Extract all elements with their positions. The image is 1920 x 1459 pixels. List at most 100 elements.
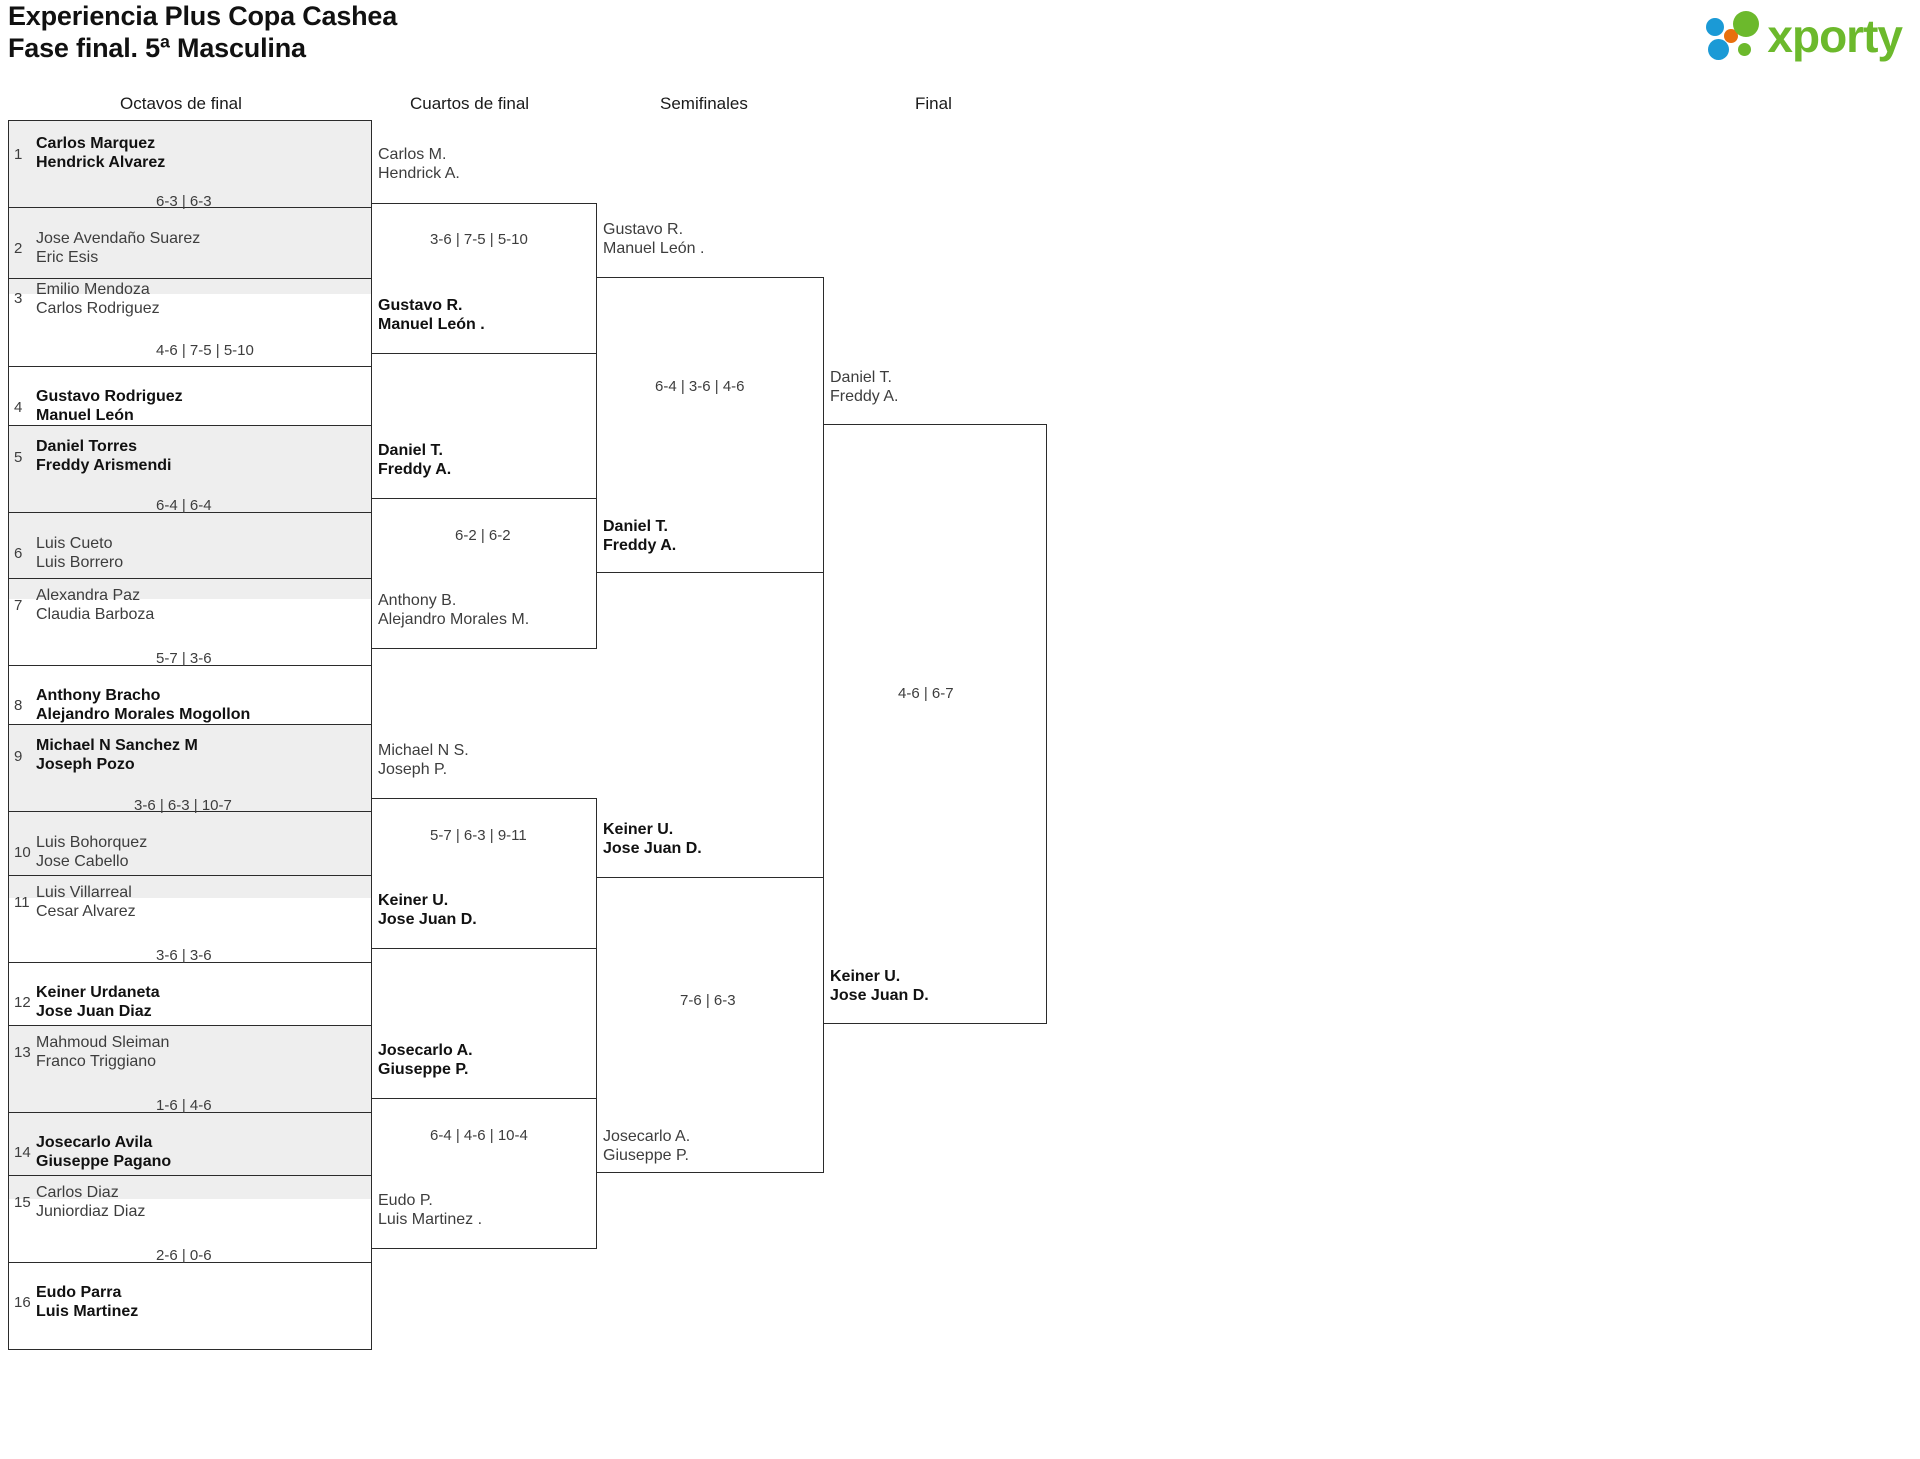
player-name: Eudo P.: [378, 1192, 433, 1209]
qf-team-top[interactable]: Michael N S. Joseph P.: [378, 742, 469, 779]
match-score: 1-6 | 4-6: [156, 1097, 212, 1114]
seed-cell[interactable]: 15 Carlos Diaz Juniordiaz Diaz: [8, 1175, 372, 1262]
match-score: 4-6 | 7-5 | 5-10: [156, 342, 254, 359]
xporty-logo[interactable]: xporty: [1705, 8, 1903, 64]
seed-number: 3: [14, 290, 23, 307]
player-name: Manuel León .: [378, 315, 485, 333]
sf-team-bottom[interactable]: Daniel T. Freddy A.: [603, 518, 676, 555]
player-name: Keiner U.: [603, 821, 674, 838]
seed-number: 8: [14, 697, 23, 714]
match-score: 6-4 | 6-4: [156, 497, 212, 514]
final-team-bottom[interactable]: Keiner U. Jose Juan D.: [830, 968, 929, 1005]
seed-number: 13: [14, 1044, 31, 1061]
sf-team-top[interactable]: Keiner U. Jose Juan D.: [603, 821, 702, 858]
qf-team-bottom[interactable]: Keiner U. Jose Juan D.: [378, 892, 477, 929]
seed-cell[interactable]: 3 Emilio Mendoza Carlos Rodriguez: [8, 278, 372, 366]
player-name: Luis Bohorquez: [36, 834, 148, 851]
qf-team-bottom[interactable]: Anthony B. Alejandro Morales M.: [378, 592, 529, 629]
qf-team-top[interactable]: Daniel T. Freddy A.: [378, 442, 451, 479]
match-score: 5-7 | 3-6: [156, 650, 212, 667]
tournament-phase: Fase final. 5ª Masculina: [8, 33, 306, 63]
seed-players: Luis Bohorquez Jose Cabello: [36, 834, 365, 871]
qf-team-top[interactable]: Carlos M. Hendrick A.: [378, 146, 460, 183]
player-name: Daniel T.: [603, 518, 668, 535]
player-name: Freddy Arismendi: [36, 456, 172, 474]
seed-cell[interactable]: 8 Anthony Bracho Alejandro Morales Mogol…: [8, 665, 372, 752]
round-header-semifinales: Semifinales: [660, 94, 748, 113]
seed-cell[interactable]: 7 Alexandra Paz Claudia Barboza: [8, 578, 372, 665]
seed-cell[interactable]: 2 Jose Avendaño Suarez Eric Esis: [8, 207, 372, 294]
player-name: Hendrick A.: [378, 164, 460, 182]
round-header-final: Final: [915, 94, 952, 113]
seed-cell[interactable]: 12 Keiner Urdaneta Jose Juan Diaz: [8, 962, 372, 1049]
qf-team-bottom[interactable]: Eudo P. Luis Martinez .: [378, 1192, 482, 1229]
player-name: Jose Juan D.: [830, 986, 929, 1004]
seed-players: Jose Avendaño Suarez Eric Esis: [36, 230, 365, 267]
player-name: Alejandro Morales Mogollon: [36, 705, 251, 723]
seed-number: 11: [14, 894, 30, 911]
player-name: Giuseppe P.: [378, 1060, 469, 1078]
seed-cell[interactable]: 16 Eudo Parra Luis Martinez: [8, 1262, 372, 1350]
player-name: Jose Juan D.: [378, 910, 477, 928]
sf-score: 7-6 | 6-3: [680, 992, 736, 1009]
logo-wordmark: xporty: [1767, 10, 1903, 62]
player-name: Emilio Mendoza: [36, 281, 150, 298]
player-name: Eric Esis: [36, 248, 99, 266]
sf-connector-box: [596, 877, 824, 1173]
seed-number: 10: [14, 844, 31, 861]
seed-cell[interactable]: 6 Luis Cueto Luis Borrero: [8, 512, 372, 599]
seed-players: Michael N Sanchez M Joseph Pozo: [36, 737, 365, 774]
player-name: Luis Cueto: [36, 535, 113, 552]
round-header-octavos: Octavos de final: [120, 94, 242, 113]
qf-score: 3-6 | 7-5 | 5-10: [430, 231, 528, 248]
seed-players: Keiner Urdaneta Jose Juan Diaz: [36, 984, 365, 1021]
qf-team-bottom[interactable]: Gustavo R. Manuel León .: [378, 297, 485, 334]
seed-cell[interactable]: 10 Luis Bohorquez Jose Cabello: [8, 811, 372, 898]
qf-team-top[interactable]: Josecarlo A. Giuseppe P.: [378, 1042, 473, 1079]
player-name: Gustavo Rodriguez: [36, 388, 183, 405]
player-name: Luis Martinez: [36, 1302, 139, 1320]
sf-team-top[interactable]: Gustavo R. Manuel León .: [603, 221, 704, 258]
player-name: Josecarlo A.: [378, 1042, 473, 1059]
player-name: Luis Martinez .: [378, 1210, 483, 1228]
logo-dots-icon: [1705, 10, 1763, 62]
final-connector-box: [823, 424, 1047, 1024]
player-name: Mahmoud Sleiman: [36, 1034, 170, 1051]
seed-players: Daniel Torres Freddy Arismendi: [36, 438, 365, 475]
player-name: Daniel T.: [830, 369, 892, 386]
seed-cell[interactable]: 13 Mahmoud Sleiman Franco Triggiano: [8, 1025, 372, 1112]
qf-connector-box: [371, 1098, 597, 1249]
seed-players: Alexandra Paz Claudia Barboza: [36, 587, 365, 624]
player-name: Michael N Sanchez M: [36, 737, 198, 754]
player-name: Juniordiaz Diaz: [36, 1202, 146, 1220]
player-name: Anthony B.: [378, 592, 457, 609]
seed-players: Carlos Diaz Juniordiaz Diaz: [36, 1184, 365, 1221]
player-name: Josecarlo Avila: [36, 1134, 153, 1151]
seed-number: 12: [14, 994, 31, 1011]
seed-number: 16: [14, 1294, 31, 1311]
player-name: Joseph Pozo: [36, 755, 135, 773]
seed-players: Josecarlo Avila Giuseppe Pagano: [36, 1134, 365, 1171]
player-name: Carlos M.: [378, 146, 447, 163]
seed-cell[interactable]: 9 Michael N Sanchez M Joseph Pozo: [8, 724, 372, 811]
match-score: 3-6 | 6-3 | 10-7: [134, 797, 232, 814]
player-name: Alejandro Morales M.: [378, 610, 530, 628]
player-name: Anthony Bracho: [36, 687, 161, 704]
seed-cell[interactable]: 14 Josecarlo Avila Giuseppe Pagano: [8, 1112, 372, 1199]
final-team-top[interactable]: Daniel T. Freddy A.: [830, 369, 898, 406]
seed-cell[interactable]: 5 Daniel Torres Freddy Arismendi: [8, 425, 372, 512]
seed-players: Mahmoud Sleiman Franco Triggiano: [36, 1034, 365, 1071]
player-name: Freddy A.: [603, 536, 677, 554]
player-name: Luis Villarreal: [36, 884, 132, 901]
player-name: Daniel T.: [378, 442, 443, 459]
match-score: 2-6 | 0-6: [156, 1247, 212, 1264]
seed-cell[interactable]: 1 Carlos Marquez Hendrick Alvarez: [8, 120, 372, 207]
seed-number: 2: [14, 240, 23, 257]
player-name: Hendrick Alvarez: [36, 153, 166, 171]
seed-cell[interactable]: 4 Gustavo Rodriguez Manuel León: [8, 366, 372, 453]
player-name: Gustavo R.: [378, 297, 463, 314]
qf-score: 5-7 | 6-3 | 9-11: [430, 827, 527, 844]
sf-team-bottom[interactable]: Josecarlo A. Giuseppe P.: [603, 1128, 690, 1165]
player-name: Alexandra Paz: [36, 587, 141, 604]
